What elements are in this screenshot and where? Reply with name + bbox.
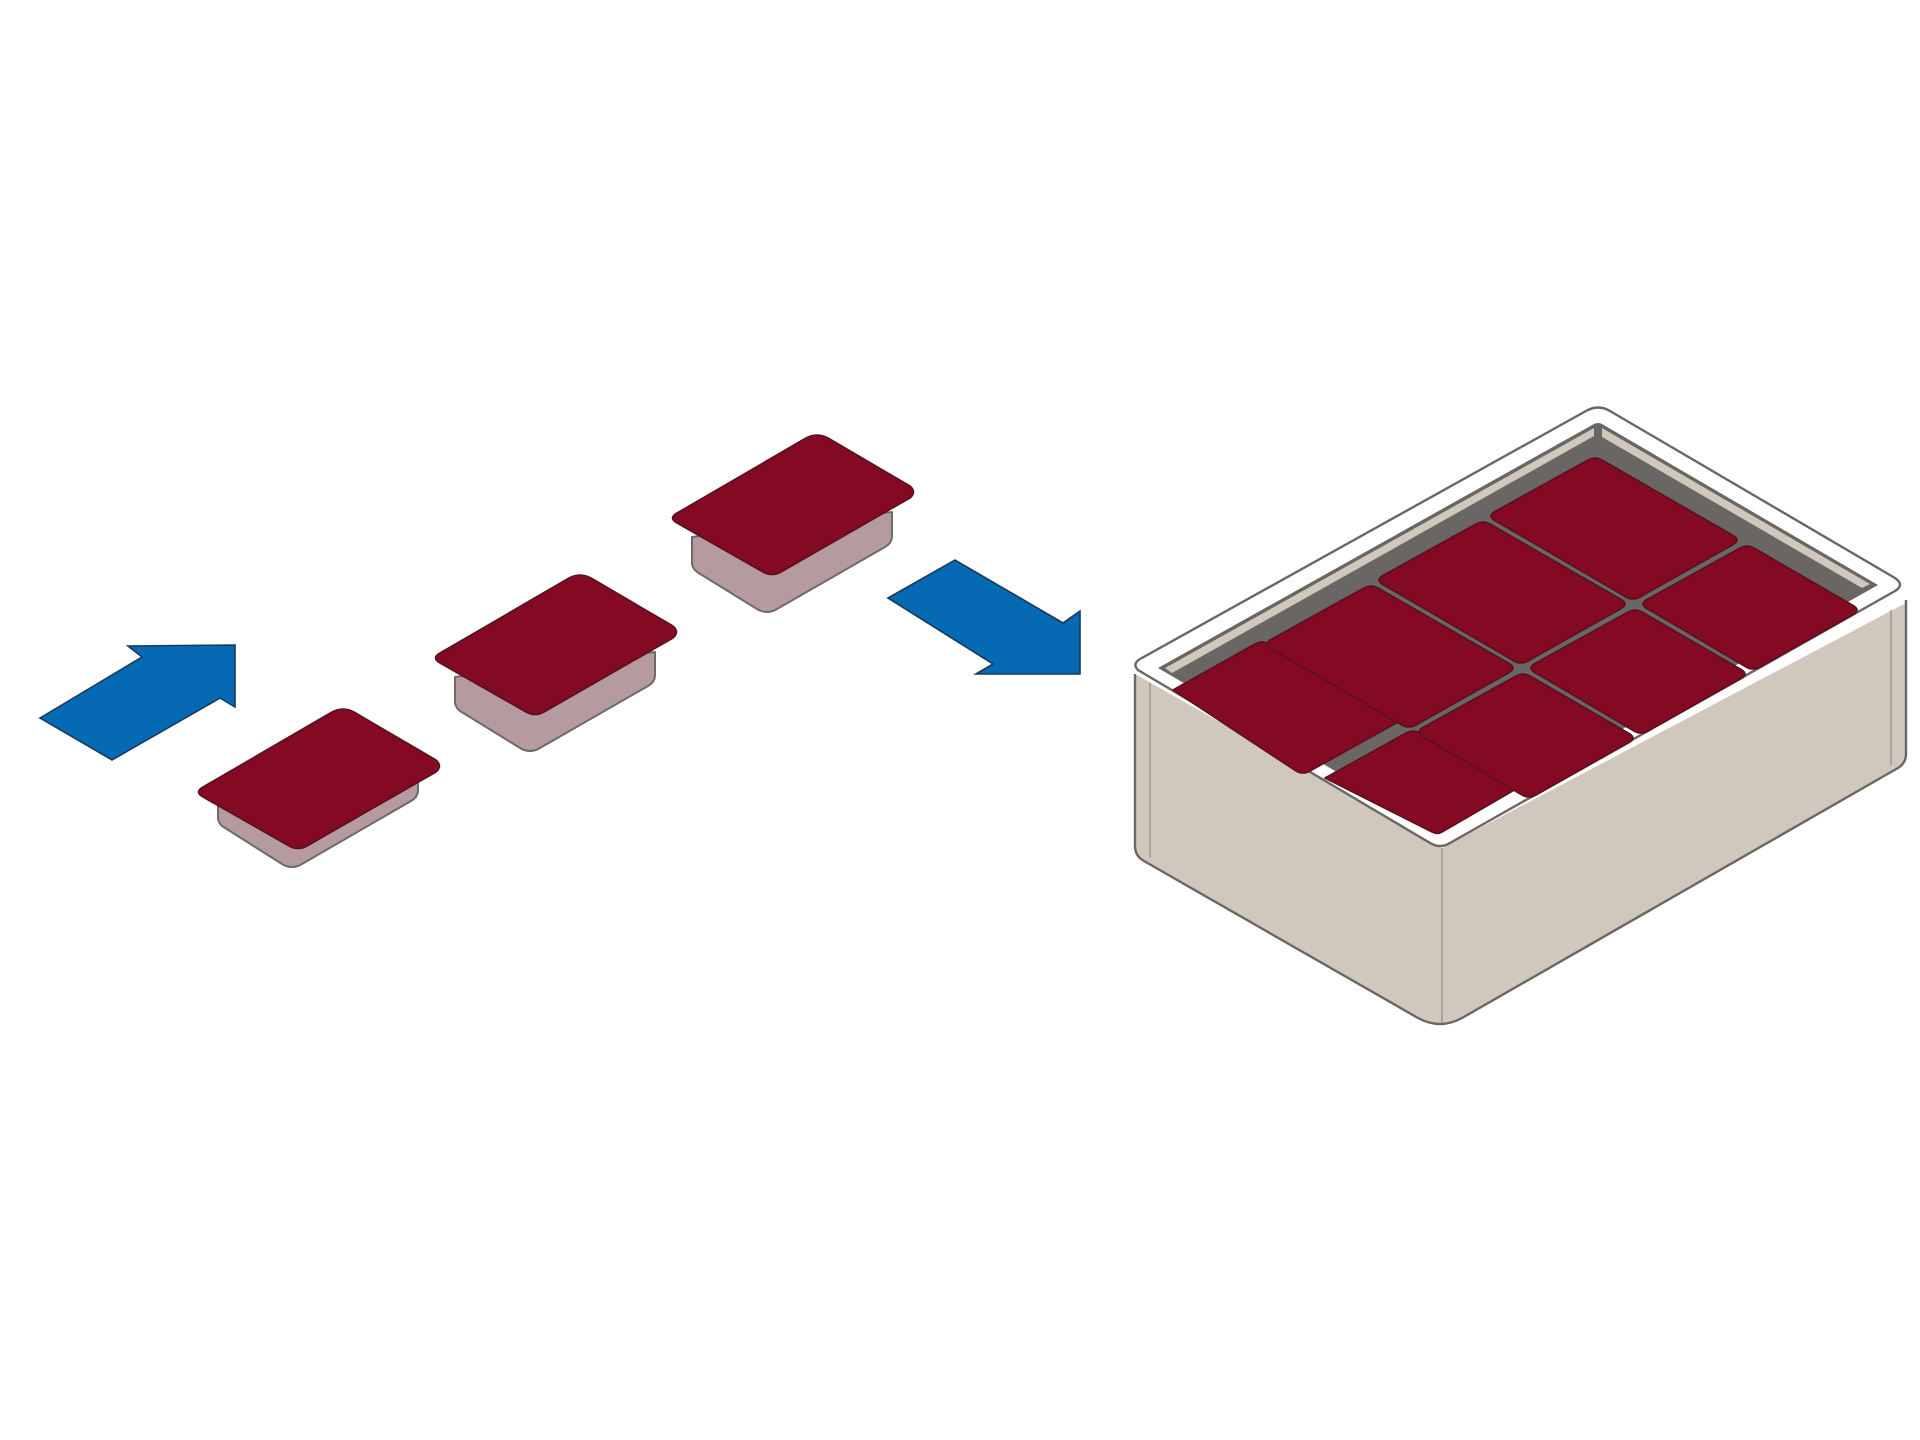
arrow-into-line-icon <box>38 644 236 761</box>
box-rim <box>1134 406 1902 848</box>
box-wall-outline <box>1133 600 1908 1026</box>
tray-top <box>434 574 678 716</box>
packed-tray <box>1642 545 1858 670</box>
packed-trays <box>1172 457 1858 835</box>
packed-tray <box>1418 673 1634 798</box>
loose-tray-2 <box>434 574 678 752</box>
loose-tray-3 <box>671 434 915 613</box>
packed-tray <box>1266 585 1514 728</box>
loose-tray-1 <box>197 708 441 868</box>
packed-tray <box>1530 609 1746 734</box>
arrow-into-box-icon <box>886 559 1081 675</box>
packed-tray <box>1490 457 1738 600</box>
tray-top <box>671 434 915 576</box>
packed-tray <box>1378 521 1626 664</box>
box-inner-back-wall <box>1165 428 1594 673</box>
box-inner-back-wall-right <box>1602 428 1870 588</box>
open-box-icon <box>1133 406 1908 1026</box>
box-front-wall <box>1442 603 1906 1023</box>
tray-top <box>197 708 441 850</box>
